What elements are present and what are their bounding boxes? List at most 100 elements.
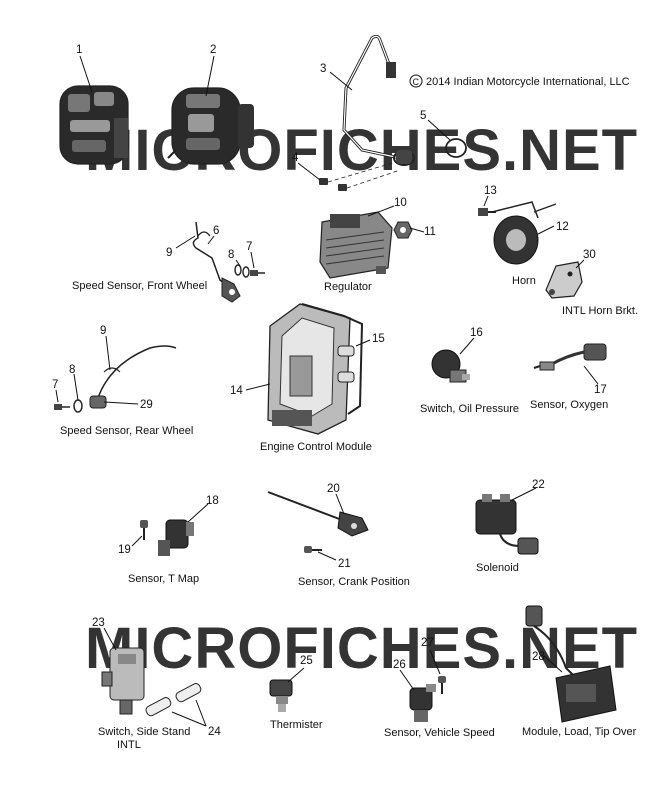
caption-regulator: Regulator xyxy=(324,281,372,293)
leader-7a xyxy=(250,251,255,269)
part-10-regulator xyxy=(319,211,393,279)
leader-26 xyxy=(399,669,415,691)
callout-8a: 8 xyxy=(228,249,234,261)
callout-18: 18 xyxy=(206,495,219,507)
callout-23: 23 xyxy=(92,617,105,629)
callout-9a: 9 xyxy=(166,247,172,259)
leader-12 xyxy=(537,225,555,235)
part-1-left-switch-housing xyxy=(59,85,129,165)
part-7-front-screw xyxy=(250,270,265,276)
caption-speed-sensor-front: Speed Sensor, Front Wheel xyxy=(72,280,207,292)
part-8-front-washers xyxy=(234,264,250,278)
leader-15 xyxy=(355,339,371,347)
callout-12: 12 xyxy=(556,221,569,233)
callout-26: 26 xyxy=(393,659,406,671)
caption-side-stand-intl: INTL xyxy=(117,739,141,751)
callout-29: 29 xyxy=(140,399,153,411)
leader-11 xyxy=(409,227,425,233)
leader-9b xyxy=(105,335,111,371)
part-22-solenoid xyxy=(475,494,539,555)
leader-13 xyxy=(483,195,489,207)
callout-17: 17 xyxy=(594,384,607,396)
part-12-horn xyxy=(491,201,557,265)
caption-thermister: Thermister xyxy=(270,719,323,731)
part-15-ecm-gasket xyxy=(301,303,364,415)
part-29-rear-speed-sensor xyxy=(89,345,177,409)
caption-oil-pressure: Switch, Oil Pressure xyxy=(420,403,519,415)
leader-25 xyxy=(287,667,305,683)
leader-20 xyxy=(335,493,345,515)
part-24-bushings xyxy=(145,683,202,717)
leader-7b xyxy=(55,389,59,403)
leader-24b xyxy=(195,699,207,727)
leader-9a xyxy=(175,235,196,249)
callout-5: 5 xyxy=(420,110,426,122)
callout-14: 14 xyxy=(230,385,243,397)
caption-horn: Horn xyxy=(512,275,536,287)
callout-2: 2 xyxy=(210,44,216,56)
caption-vehicle-speed: Sensor, Vehicle Speed xyxy=(384,727,495,739)
callout-22: 22 xyxy=(532,479,545,491)
leader-1 xyxy=(79,55,93,93)
part-30-horn-bracket xyxy=(545,261,583,299)
part-5-o-ring xyxy=(445,138,467,158)
part-9-front-clip xyxy=(197,231,211,237)
caption-solenoid: Solenoid xyxy=(476,562,519,574)
leader-6 xyxy=(207,235,215,245)
leader-5 xyxy=(427,119,451,141)
leader-8a xyxy=(235,259,241,267)
callout-4: 4 xyxy=(292,152,299,164)
part-6-front-speed-sensor xyxy=(192,221,241,303)
leader-24a xyxy=(171,711,207,727)
part-25-thermister xyxy=(269,679,293,712)
part-23-side-stand-switch xyxy=(101,647,145,715)
caption-horn-bracket: INTL Horn Brkt. xyxy=(562,305,638,317)
watermark-bottom: MICROFICHES.NET xyxy=(85,616,638,681)
part-16-oil-pressure-switch xyxy=(431,349,470,383)
caption-tmap: Sensor, T Map xyxy=(128,573,199,585)
part-14-engine-control-module xyxy=(267,303,351,435)
part-28-tip-over-module xyxy=(525,605,617,723)
caption-tip-over: Module, Load, Tip Over xyxy=(522,726,637,738)
part-18-tmap-sensor xyxy=(158,519,194,556)
part-21-screw xyxy=(304,546,322,553)
leader-29 xyxy=(103,401,139,405)
copyright-notice: C 2014 Indian Motorcycle International, … xyxy=(409,74,630,88)
leader-14 xyxy=(245,383,271,391)
part-4-screws xyxy=(319,161,401,191)
callout-7a: 7 xyxy=(246,241,252,253)
callout-8b: 8 xyxy=(69,364,75,376)
leader-19 xyxy=(131,535,143,547)
part-19-screw xyxy=(140,520,148,540)
callout-21: 21 xyxy=(338,558,351,570)
callout-30: 30 xyxy=(583,249,596,261)
part-26-vehicle-speed-sensor xyxy=(409,684,436,722)
copyright-circle xyxy=(409,74,423,88)
leader-3 xyxy=(329,71,353,91)
copyright-text: 2014 Indian Motorcycle International, LL… xyxy=(426,76,630,88)
part-27-screw xyxy=(438,676,446,694)
part-3-bracket xyxy=(342,34,415,166)
caption-oxygen: Sensor, Oxygen xyxy=(530,399,608,411)
callout-11: 11 xyxy=(424,226,436,238)
callout-7b: 7 xyxy=(52,379,58,391)
callout-24: 24 xyxy=(208,726,221,738)
callout-10: 10 xyxy=(394,197,407,209)
leader-18 xyxy=(187,503,209,523)
leader-17 xyxy=(583,365,599,385)
caption-ecm: Engine Control Module xyxy=(260,441,372,453)
callout-27: 27 xyxy=(421,637,434,649)
part-17-oxygen-sensor xyxy=(533,343,607,371)
leader-28 xyxy=(543,655,563,673)
part-9-rear-clip xyxy=(103,367,121,373)
leader-22 xyxy=(511,487,537,501)
part-7-rear-screw xyxy=(54,404,70,410)
callout-28: 28 xyxy=(532,651,545,663)
part-13-screw xyxy=(478,208,496,216)
caption-side-stand: Switch, Side Stand xyxy=(98,726,190,738)
part-20-crank-position-sensor xyxy=(267,491,369,537)
caption-crank: Sensor, Crank Position xyxy=(298,576,410,588)
callout-13: 13 xyxy=(484,185,497,197)
callout-25: 25 xyxy=(300,655,313,667)
